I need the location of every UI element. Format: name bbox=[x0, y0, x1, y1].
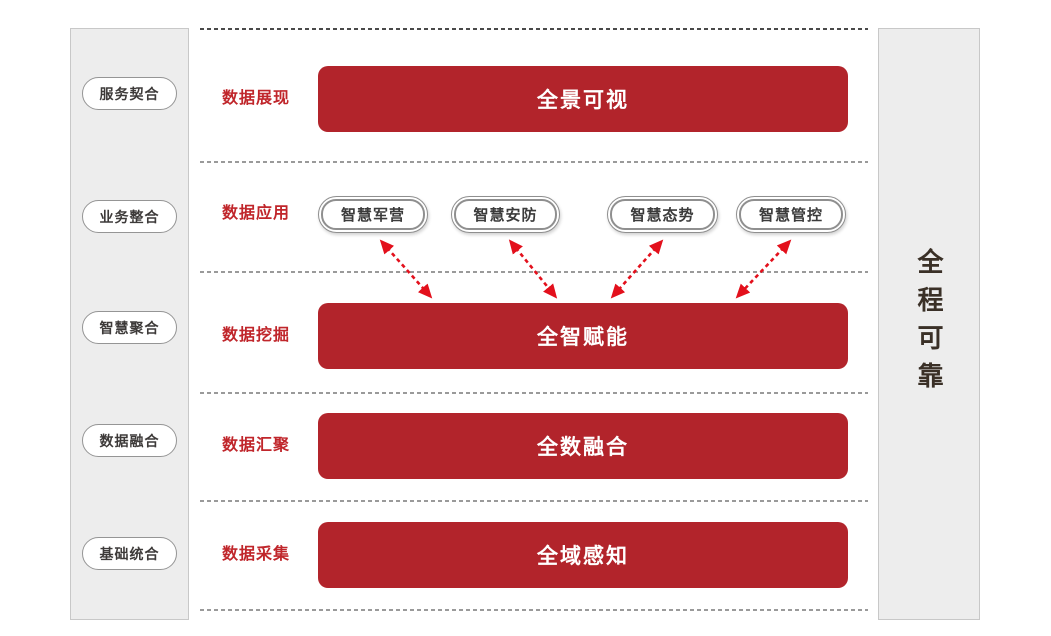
dotted-divider-top bbox=[200, 28, 868, 30]
arrow-smart-situation bbox=[610, 239, 664, 299]
capability-pill-business-integration: 业务整合 bbox=[82, 200, 177, 233]
capability-pill-wisdom-aggregation: 智慧聚合 bbox=[82, 311, 177, 344]
bar-full-data-fusion: 全数融合 bbox=[318, 413, 848, 479]
layer-label-data-mining: 数据挖掘 bbox=[222, 327, 291, 344]
bar-panorama-visible: 全景可视 bbox=[318, 66, 848, 132]
dotted-divider bbox=[200, 161, 868, 163]
right-assurance-column: 全程可靠 bbox=[878, 28, 980, 620]
capability-pill-data-fusion: 数据融合 bbox=[82, 424, 177, 457]
app-pill-smart-barracks: 智慧军营 bbox=[318, 196, 428, 233]
dotted-divider bbox=[200, 500, 868, 502]
arrow-smart-barracks bbox=[379, 239, 433, 299]
app-pill-label: 智慧军营 bbox=[321, 199, 425, 230]
bidirectional-arrows bbox=[379, 239, 792, 299]
capability-pill-service-fit: 服务契合 bbox=[82, 77, 177, 110]
layer-label-data-collection: 数据采集 bbox=[222, 546, 291, 563]
bar-full-domain-sense: 全域感知 bbox=[318, 522, 848, 588]
app-pill-label: 智慧管控 bbox=[739, 199, 843, 230]
app-pill-label: 智慧态势 bbox=[610, 199, 715, 230]
layer-label-data-application: 数据应用 bbox=[222, 205, 291, 222]
assurance-vertical-label: 全程可靠 bbox=[914, 248, 944, 400]
capability-pill-foundation-unification: 基础统合 bbox=[82, 537, 177, 570]
layer-label-data-display: 数据展现 bbox=[222, 90, 291, 107]
layer-label-data-convergence: 数据汇聚 bbox=[222, 437, 291, 454]
app-pill-smart-situation: 智慧态势 bbox=[607, 196, 718, 233]
app-pill-smart-control: 智慧管控 bbox=[736, 196, 846, 233]
arrow-smart-security bbox=[508, 239, 558, 299]
dotted-divider-bottom bbox=[200, 609, 868, 611]
arrow-smart-control bbox=[735, 239, 792, 299]
app-pill-smart-security: 智慧安防 bbox=[451, 196, 560, 233]
bar-full-intelligence: 全智赋能 bbox=[318, 303, 848, 369]
dotted-divider bbox=[200, 392, 868, 394]
app-pill-label: 智慧安防 bbox=[454, 199, 557, 230]
